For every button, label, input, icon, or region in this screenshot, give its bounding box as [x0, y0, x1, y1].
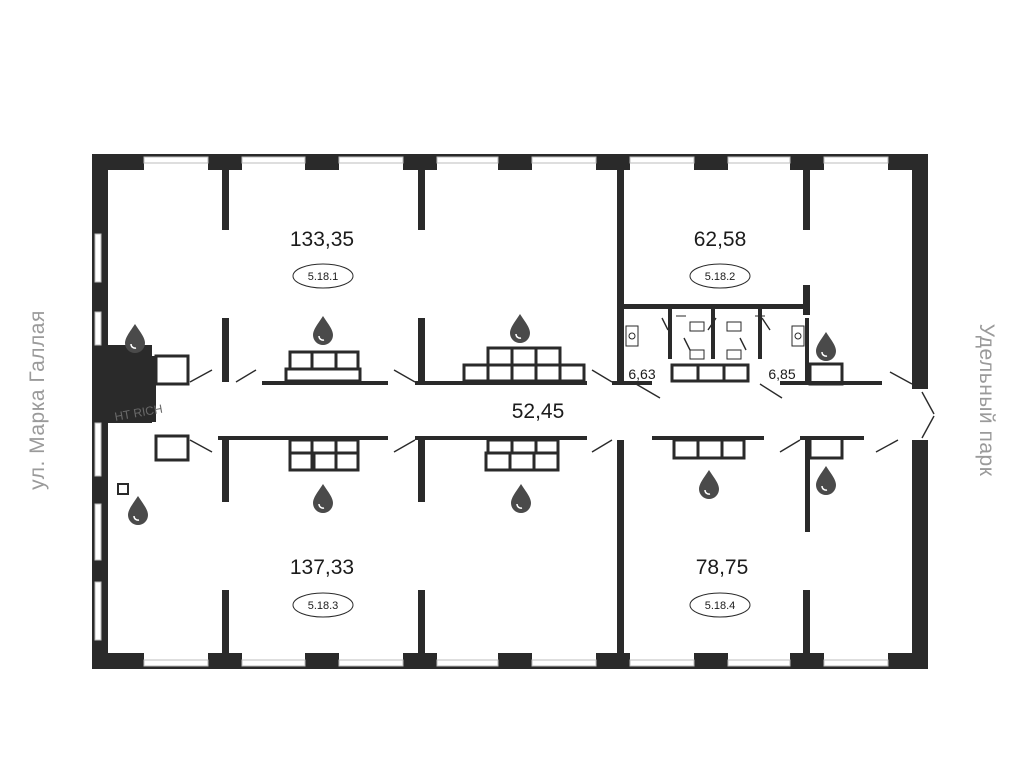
unit-5-18-4[interactable]: 78,75 5.18.4 [689, 556, 751, 618]
street-label-left: ул. Марка Галлая [26, 310, 49, 490]
unit-lot-number: 5.18.1 [308, 271, 339, 283]
stair-core: HT RICH [108, 356, 164, 424]
unit-area: 133,35 [290, 228, 354, 251]
water-drop-icon [128, 496, 148, 525]
water-drops [125, 314, 836, 525]
unit-area: 62,58 [694, 228, 747, 251]
wc-area-right: 6,85 [768, 366, 795, 382]
water-drop-icon [510, 314, 530, 343]
unit-area: 137,33 [290, 556, 354, 579]
water-drop-icon [313, 484, 333, 513]
unit-5-18-3[interactable]: 137,33 5.18.3 [290, 556, 354, 618]
shaft-boxes [117, 354, 844, 495]
windows [94, 156, 889, 667]
door-swings [189, 317, 935, 453]
unit-lot-number: 5.18.4 [705, 600, 736, 612]
wc-area-left: 6,63 [628, 366, 655, 382]
unit-lot-number: 5.18.2 [705, 271, 736, 283]
unit-5-18-2[interactable]: 62,58 5.18.2 [689, 228, 751, 289]
water-drop-icon [816, 466, 836, 495]
unit-area: 78,75 [696, 556, 749, 579]
interior-walls [218, 168, 882, 662]
wc-fixtures [625, 315, 805, 360]
outer-walls [92, 154, 928, 669]
unit-lot-number: 5.18.3 [308, 600, 339, 612]
water-drop-icon [699, 470, 719, 499]
water-drop-icon [125, 324, 145, 353]
corridor-area: 52,45 [512, 400, 565, 423]
water-drop-icon [313, 316, 333, 345]
furniture-blocks [284, 346, 750, 472]
unit-5-18-1[interactable]: 133,35 5.18.1 [290, 228, 354, 289]
water-drop-icon [816, 332, 836, 361]
street-label-right: Удельный парк [975, 324, 998, 477]
water-drop-icon [511, 484, 531, 513]
